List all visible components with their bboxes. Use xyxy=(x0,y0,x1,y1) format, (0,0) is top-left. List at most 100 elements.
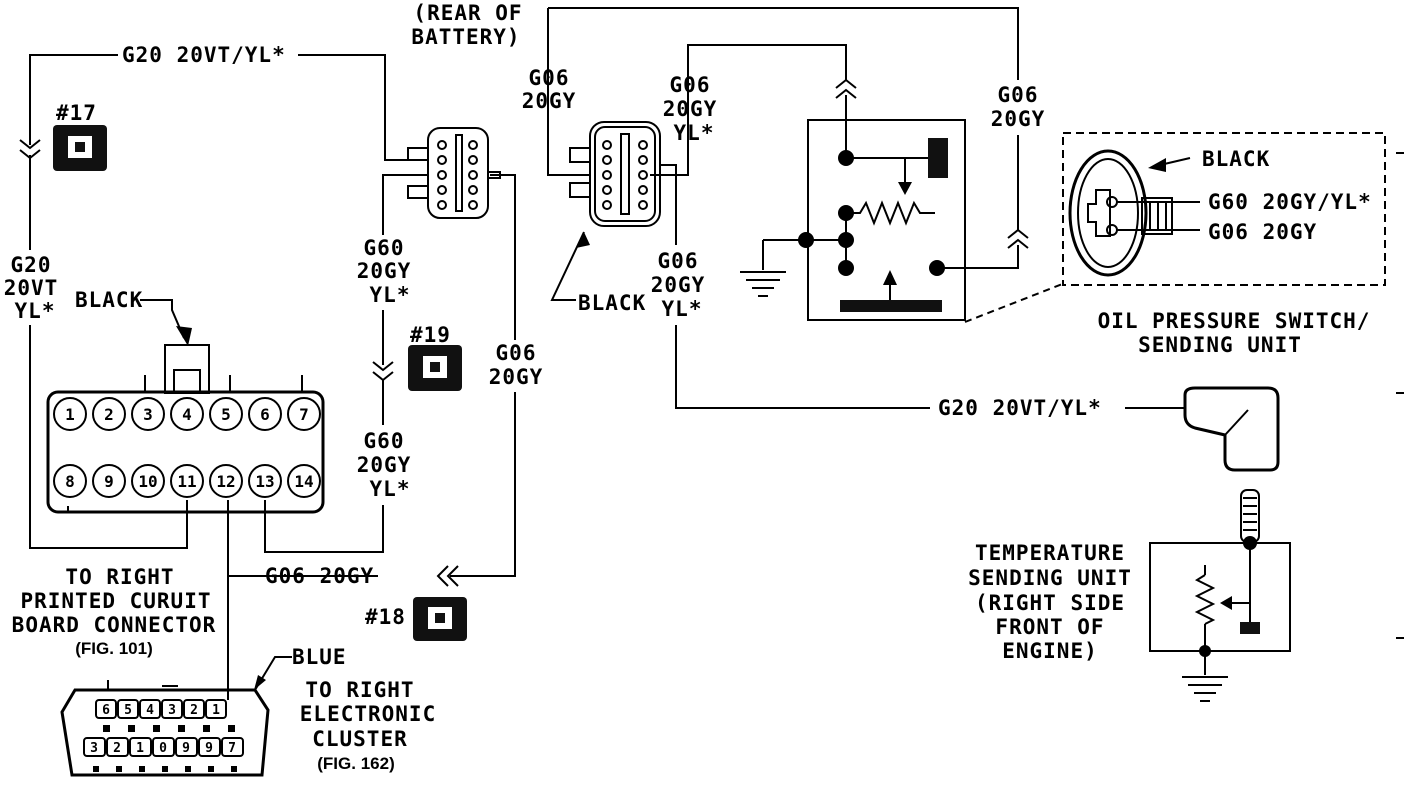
pin-label: 1 xyxy=(65,405,75,424)
switch-wire-label: G60 20GY/YL* xyxy=(1208,190,1372,214)
wire-g06-mid-upper xyxy=(490,174,516,340)
connector-17-label: #17 xyxy=(56,101,97,125)
pcb-figure: (FIG. 101) xyxy=(75,639,152,658)
wire-g06-yl-lower xyxy=(675,325,930,409)
battery-label: BATTERY) xyxy=(411,25,520,49)
pin-label: 1 xyxy=(136,741,144,756)
black-label: BLACK xyxy=(578,291,646,315)
battery-label: (REAR OF xyxy=(413,1,522,25)
pin-label: 4 xyxy=(182,405,192,424)
pcb-label: PRINTED CURUIT xyxy=(20,589,211,613)
connector-14pin xyxy=(46,299,325,514)
pcb-label: BOARD CONNECTOR xyxy=(12,613,217,637)
wire-g20-left-lower xyxy=(29,325,188,549)
pin-label: 7 xyxy=(299,405,309,424)
inline-connectors xyxy=(19,78,1029,587)
chevron-left-wire xyxy=(19,139,41,160)
switch-wire-label: G06 20GY xyxy=(1208,220,1317,244)
pin-label: 9 xyxy=(104,472,114,491)
cluster-label: TO RIGHT xyxy=(305,678,414,702)
connector-19-label: #19 xyxy=(410,323,451,347)
wire-label-left: 20VT xyxy=(4,276,59,300)
relay-box xyxy=(740,119,966,321)
pin-label: 3 xyxy=(90,741,98,756)
temp-unit-label: SENDING UNIT xyxy=(968,566,1132,590)
cluster-label: ELECTRONIC xyxy=(300,702,436,726)
connector-mid-8pin xyxy=(407,127,501,219)
oil-switch-label: OIL PRESSURE SWITCH/ xyxy=(1098,309,1371,333)
pins-top xyxy=(53,397,321,431)
wires xyxy=(29,7,1185,700)
pin-label: 3 xyxy=(143,405,153,424)
connector-19 xyxy=(408,345,462,391)
pin-numbers-blue: 6 5 4 3 2 1 3 2 1 0 9 9 7 xyxy=(90,703,236,756)
chevron-relay-top xyxy=(835,78,857,99)
wire-label-g06-bottom: G06 20GY xyxy=(265,564,374,588)
temp-unit-label: (RIGHT SIDE xyxy=(975,591,1125,615)
temp-sending-unit xyxy=(1149,489,1291,702)
blue-pins-bottom-boxes xyxy=(83,737,244,757)
temp-unit-label: ENGINE) xyxy=(1002,639,1098,663)
wire-g06-right-b xyxy=(938,245,1019,269)
pin-label: 6 xyxy=(102,703,110,718)
connector-blue xyxy=(60,656,292,777)
wire-label-g06: 20GY xyxy=(489,365,544,389)
pin-label: 11 xyxy=(177,472,196,491)
chevron-g60 xyxy=(372,361,394,382)
wire-label-g06: G06 xyxy=(529,66,570,90)
wire-label-left: YL* xyxy=(15,299,56,323)
connector-18-label: #18 xyxy=(365,605,406,629)
wire-label-g60: G60 xyxy=(364,429,405,453)
black-label: BLACK xyxy=(1202,147,1270,171)
wire-label-g06: 20GY xyxy=(651,273,706,297)
pin-label: 3 xyxy=(168,703,176,718)
wire-g06-yl-upper xyxy=(660,164,677,245)
wire-g06-left-battery xyxy=(547,8,590,176)
temp-unit-label: FRONT OF xyxy=(995,615,1104,639)
wire-label-left: G20 xyxy=(11,253,52,277)
chevron-right-wire xyxy=(1007,228,1029,249)
wire-label-g60: YL* xyxy=(370,283,411,307)
wire-label-g06: YL* xyxy=(662,297,703,321)
wire-g20-top-left xyxy=(29,54,118,145)
wire-label-g60: 20GY xyxy=(357,453,412,477)
pin-label: 8 xyxy=(65,472,75,491)
pin-label: 7 xyxy=(228,741,236,756)
wire-label-g06: G06 xyxy=(670,73,711,97)
pin-label: 13 xyxy=(255,472,274,491)
chevron-g06-bottom xyxy=(436,565,459,587)
pin-label: 5 xyxy=(124,703,132,718)
wire-label-g60: 20GY xyxy=(357,259,412,283)
connector-18 xyxy=(413,597,467,641)
wire-label-g06: G06 xyxy=(998,83,1039,107)
wire-g60-lower xyxy=(264,500,384,553)
pin-label: 14 xyxy=(294,472,313,491)
wire-label-g06: G06 xyxy=(658,249,699,273)
wire-label-g06: G06 xyxy=(496,341,537,365)
wire-label-top: G20 20VT/YL* xyxy=(122,43,286,67)
temp-unit-label: TEMPERATURE xyxy=(975,541,1125,565)
pin-label: 2 xyxy=(190,703,198,718)
pin-label: 0 xyxy=(159,741,167,756)
pcb-label: TO RIGHT xyxy=(65,565,174,589)
pin-label: 2 xyxy=(113,741,121,756)
pin-label: 2 xyxy=(104,405,114,424)
cluster-figure: (FIG. 162) xyxy=(317,754,394,773)
pin-label: 12 xyxy=(216,472,235,491)
wire-label-g06: YL* xyxy=(674,121,715,145)
oil-switch-detail xyxy=(1062,132,1386,286)
wire-g20-top-right xyxy=(298,54,428,161)
edge-ticks xyxy=(1396,152,1404,639)
pin-label: 6 xyxy=(260,405,270,424)
pin-label: 9 xyxy=(182,741,190,756)
wire-g06-mid-lower xyxy=(450,392,516,577)
wire-label-g20-right: G20 20VT/YL* xyxy=(938,396,1102,420)
pin-label: 5 xyxy=(221,405,231,424)
pin-numbers-14: 1 2 3 4 5 6 7 8 9 10 11 12 13 14 xyxy=(65,405,313,491)
pin-label: 10 xyxy=(138,472,157,491)
connector-17 xyxy=(53,125,107,171)
connector-battery xyxy=(550,121,661,301)
wire-label-g06: 20GY xyxy=(522,89,577,113)
pin-label: 4 xyxy=(146,703,154,718)
